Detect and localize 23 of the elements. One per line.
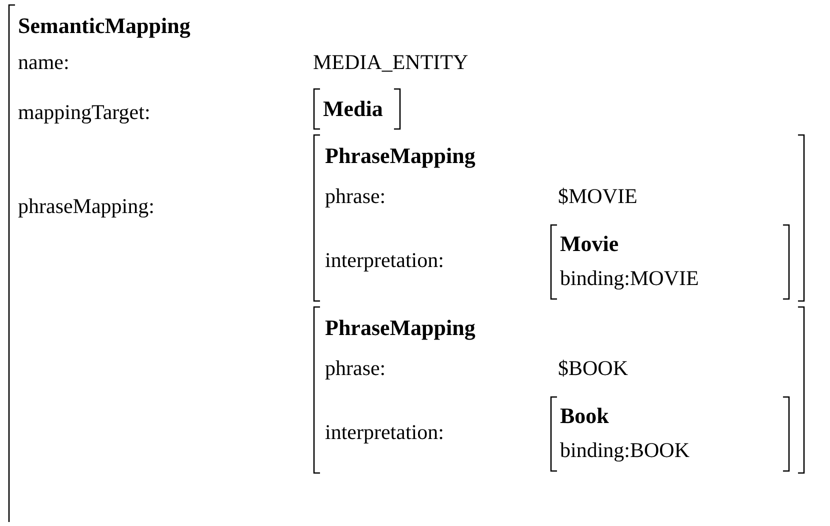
type-name: Book [560,404,609,428]
type-name: SemanticMapping [18,14,190,38]
feature-name: phrase: [325,184,386,208]
feature-name: interpretation: [325,248,444,272]
feature-name: interpretation: [325,420,444,444]
attribute-value-matrix [313,306,805,474]
feature-value: MEDIA_ENTITY [313,50,468,74]
attribute-value-matrix [550,396,790,472]
attribute-value-matrix [313,88,401,130]
feature-value: $BOOK [558,356,628,380]
feature-name: phraseMapping: [18,194,154,218]
type-name: Media [323,97,383,121]
feature-value: $MOVIE [558,184,638,208]
feature-name: mappingTarget: [18,100,150,124]
feature-name: phrase: [325,356,386,380]
attribute-value-matrix [550,224,790,300]
type-name: PhraseMapping [325,316,476,340]
feature-name: binding:BOOK [560,438,690,462]
attribute-value-matrix [313,134,805,302]
feature-name: binding:MOVIE [560,266,699,290]
feature-name: name: [18,50,70,74]
type-name: Movie [560,232,619,256]
type-name: PhraseMapping [325,144,476,168]
